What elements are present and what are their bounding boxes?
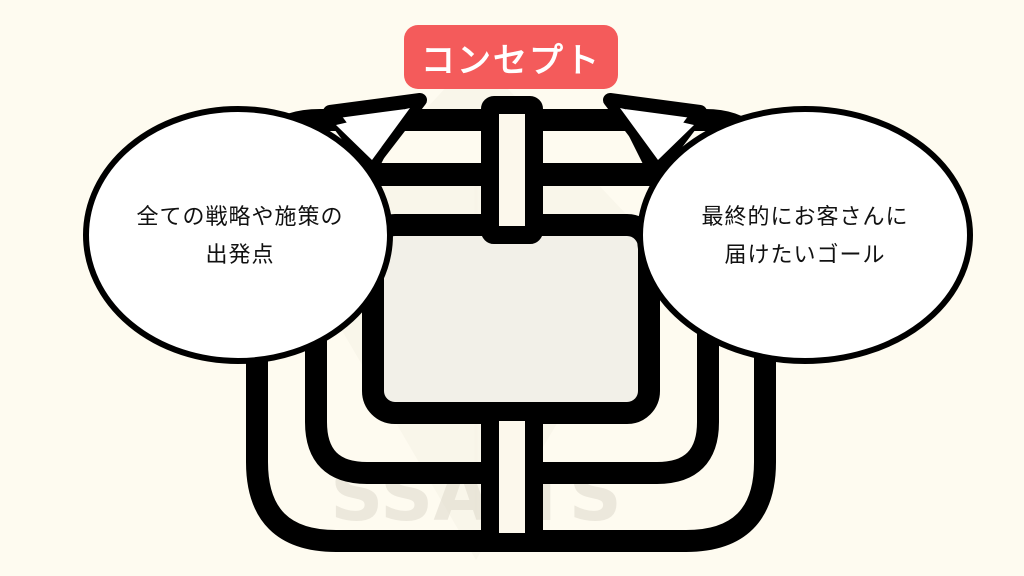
right-bubble-text: 最終的にお客さんに 届けたいゴール (660, 199, 950, 275)
bottom-vertical-strap (481, 403, 543, 551)
top-vertical-strap (481, 96, 543, 244)
right-bubble-line-1: 最終的にお客さんに (701, 205, 909, 230)
left-bubble-line-2: 出発点 (205, 243, 275, 268)
right-bubble-line-2: 届けたいゴール (724, 243, 886, 268)
inner-box (362, 214, 660, 424)
speech-bubble-left (83, 93, 427, 364)
left-bubble-line-1: 全ての戦略や施策の (136, 205, 344, 230)
left-bubble-text: 全ての戦略や施策の 出発点 (100, 199, 380, 275)
speech-bubble-right (603, 93, 973, 364)
concept-title-badge: コンセプト (404, 25, 618, 89)
